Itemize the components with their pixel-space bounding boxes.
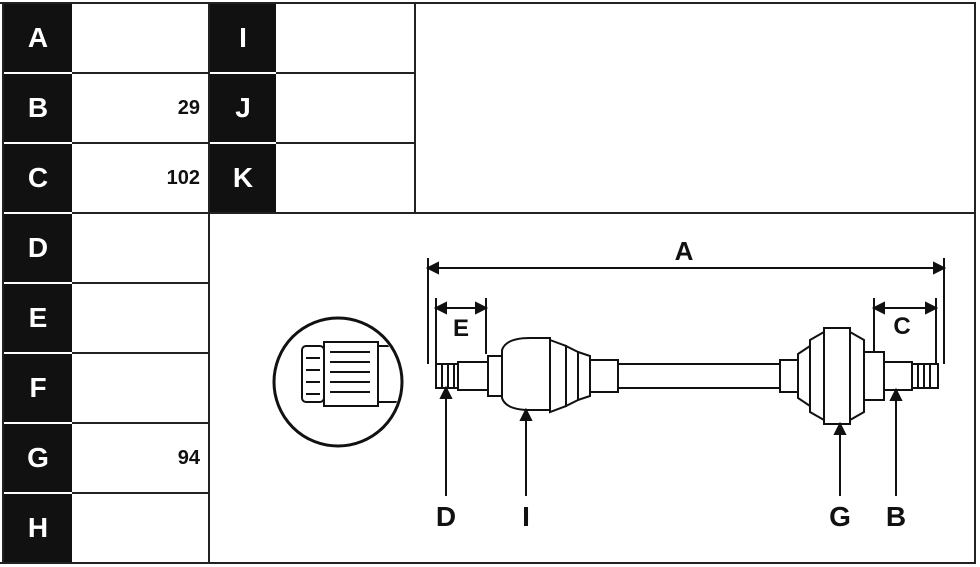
dimension-a bbox=[425, 258, 947, 364]
row-f-value bbox=[72, 354, 208, 422]
grid-row5 bbox=[72, 352, 208, 354]
grid-row2b bbox=[276, 142, 414, 144]
driveshaft-diagram: A E C bbox=[272, 236, 947, 532]
row-e-letter: E bbox=[4, 284, 72, 352]
row-k-letter: K bbox=[210, 144, 276, 212]
row-g-letter: G bbox=[4, 424, 72, 492]
row-g-value: 94 bbox=[72, 424, 208, 492]
label-d: D bbox=[436, 501, 456, 532]
row-f-letter: F bbox=[4, 354, 72, 422]
row-h-letter: H bbox=[4, 494, 72, 562]
leader-lines bbox=[439, 385, 903, 496]
row-h-value bbox=[72, 494, 208, 562]
grid-row3 bbox=[72, 212, 976, 214]
grid-row7 bbox=[72, 492, 208, 494]
grid-row1 bbox=[72, 72, 208, 74]
grid-row1b bbox=[276, 72, 414, 74]
row-d-letter: D bbox=[4, 214, 72, 282]
row-a-value bbox=[72, 4, 208, 72]
row-i-value bbox=[276, 4, 414, 72]
grid-col1 bbox=[208, 2, 210, 564]
grid-row2 bbox=[72, 142, 208, 144]
row-d-value bbox=[72, 214, 208, 282]
row-b-value: 29 bbox=[72, 74, 208, 142]
label-e: E bbox=[453, 315, 469, 342]
row-j-value bbox=[276, 74, 414, 142]
label-b: B bbox=[886, 501, 906, 532]
row-k-value bbox=[276, 144, 414, 212]
row-a-letter: A bbox=[4, 4, 72, 72]
spline-detail bbox=[272, 316, 404, 448]
grid-left bbox=[2, 2, 4, 564]
shaft-body bbox=[435, 327, 939, 425]
dimension-c bbox=[871, 298, 939, 364]
label-i: I bbox=[522, 501, 530, 532]
grid-bottom bbox=[0, 562, 976, 564]
label-c: C bbox=[893, 313, 910, 340]
dimension-e bbox=[433, 298, 489, 364]
row-c-value: 102 bbox=[72, 144, 208, 212]
grid-col2 bbox=[414, 2, 416, 214]
grid-right bbox=[974, 2, 976, 564]
row-i-letter: I bbox=[210, 4, 276, 72]
row-e-value bbox=[72, 284, 208, 352]
grid-row4 bbox=[72, 282, 208, 284]
row-j-letter: J bbox=[210, 74, 276, 142]
label-a: A bbox=[675, 236, 694, 266]
row-c-letter: C bbox=[4, 144, 72, 212]
grid-row6 bbox=[72, 422, 208, 424]
grid-top bbox=[0, 2, 976, 4]
label-g: G bbox=[829, 501, 851, 532]
row-b-letter: B bbox=[4, 74, 72, 142]
